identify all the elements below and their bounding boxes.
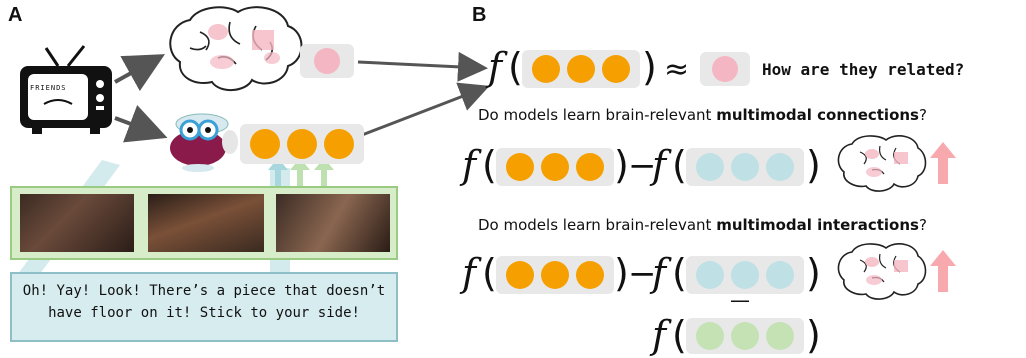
video-frame-1 (20, 194, 134, 252)
func-f-row3b: f (652, 251, 667, 295)
panel-a-label: A (8, 4, 23, 26)
model-to-f-arrow (361, 82, 490, 137)
approx-symbol: ≈ (664, 52, 690, 87)
q-interactions-suffix: ? (918, 216, 927, 234)
q-connections-bold: multimodal connections (716, 106, 919, 124)
row3-orange-dot-3 (576, 261, 605, 289)
open-paren-row3a: ( (482, 251, 497, 295)
row4-green-dot-2 (730, 322, 759, 350)
row1-brain-pill (700, 52, 750, 86)
q-interactions: Do models learn brain-relevant multimoda… (478, 216, 927, 234)
row2-teal-dot-2 (730, 153, 759, 181)
q-connections: Do models learn brain-relevant multimoda… (478, 106, 927, 124)
row1-dot-3 (602, 55, 631, 83)
row3-teal-dot-3 (766, 261, 795, 289)
caption-line-2: have floor on it! Stick to your side! (48, 305, 360, 321)
model-dot-2 (286, 129, 317, 159)
open-paren-row2b: ( (672, 143, 687, 187)
row4-green-dot-1 (695, 322, 724, 350)
row3-orange-dot-1 (505, 261, 534, 289)
tv-to-model-arrow (114, 104, 168, 143)
row1-dot-1 (531, 55, 560, 83)
open-paren-row1: ( (508, 45, 523, 89)
row3-teal-dot-1 (695, 261, 724, 289)
brain-icon (169, 6, 303, 91)
close-paren-row3b: ) (806, 251, 821, 295)
row2-orange-dot-2 (540, 153, 569, 181)
close-paren-row1: ) (642, 45, 657, 89)
video-frame-2 (148, 194, 264, 252)
row1-dot-2 (566, 55, 595, 83)
func-f-row4: f (652, 313, 667, 357)
row3-orange-dot-2 (540, 261, 569, 289)
close-paren-row2a: ) (614, 143, 629, 187)
func-f-row2a: f (462, 143, 477, 187)
close-paren-row3a: ) (614, 251, 629, 295)
panel-b-label: B (472, 4, 487, 26)
up-arrow-icon-row3 (930, 250, 956, 292)
func-f-row2b: f (652, 143, 667, 187)
video-frame-3 (276, 194, 390, 252)
row3-orange-pill (496, 256, 614, 294)
row2-orange-dot-1 (505, 153, 534, 181)
func-f-row3a: f (462, 251, 477, 295)
row2-teal-dot-1 (695, 153, 724, 181)
q-interactions-prefix: Do models learn brain-relevant (478, 216, 717, 234)
open-paren-row3b: ( (672, 251, 687, 295)
model-embedding-pill (240, 124, 364, 164)
q-related: How are they related? (762, 60, 965, 79)
row3-teal-dot-2 (730, 261, 759, 289)
robot-head-icon (170, 113, 238, 172)
video-frames-strip (10, 186, 398, 260)
close-paren-row4: ) (806, 313, 821, 357)
row1-embedding-pill (522, 50, 640, 88)
open-paren-row2a: ( (482, 143, 497, 187)
tv-to-brain-arrow (114, 54, 165, 92)
row2-orange-dot-3 (576, 153, 605, 181)
tv-screen-text: FRIENDS (30, 84, 67, 92)
open-paren-row4: ( (672, 313, 687, 357)
row2-teal-dot-3 (766, 153, 795, 181)
row1-brain-dot (712, 56, 738, 82)
q-connections-suffix: ? (918, 106, 927, 124)
caption-line-1: Oh! Yay! Look! There’s a piece that does… (22, 283, 386, 299)
row2-orange-pill (496, 148, 614, 186)
up-arrow-icon-row2 (930, 142, 956, 184)
row4-green-dot-3 (766, 322, 795, 350)
func-f-row1: f (488, 45, 503, 89)
brain-response-dot (314, 48, 340, 74)
row3-teal-pill (686, 256, 804, 294)
minus-row2: − (628, 146, 657, 186)
brain-icon-row3 (837, 243, 927, 300)
tv-icon (20, 45, 112, 134)
q-interactions-bold: multimodal interactions (716, 216, 919, 234)
row2-teal-pill (686, 148, 804, 186)
model-dot-1 (249, 129, 280, 159)
model-dot-3 (324, 129, 355, 159)
row4-green-pill (686, 318, 804, 354)
close-paren-row2b: ) (806, 143, 821, 187)
brain-to-f-arrow (357, 51, 488, 82)
minus-row3: − (628, 254, 657, 294)
brain-response-pill (300, 44, 354, 78)
q-connections-prefix: Do models learn brain-relevant (478, 106, 717, 124)
under-minus: — (730, 288, 750, 312)
caption-box: Oh! Yay! Look! There’s a piece that does… (10, 272, 398, 342)
brain-icon-row2 (837, 135, 927, 192)
